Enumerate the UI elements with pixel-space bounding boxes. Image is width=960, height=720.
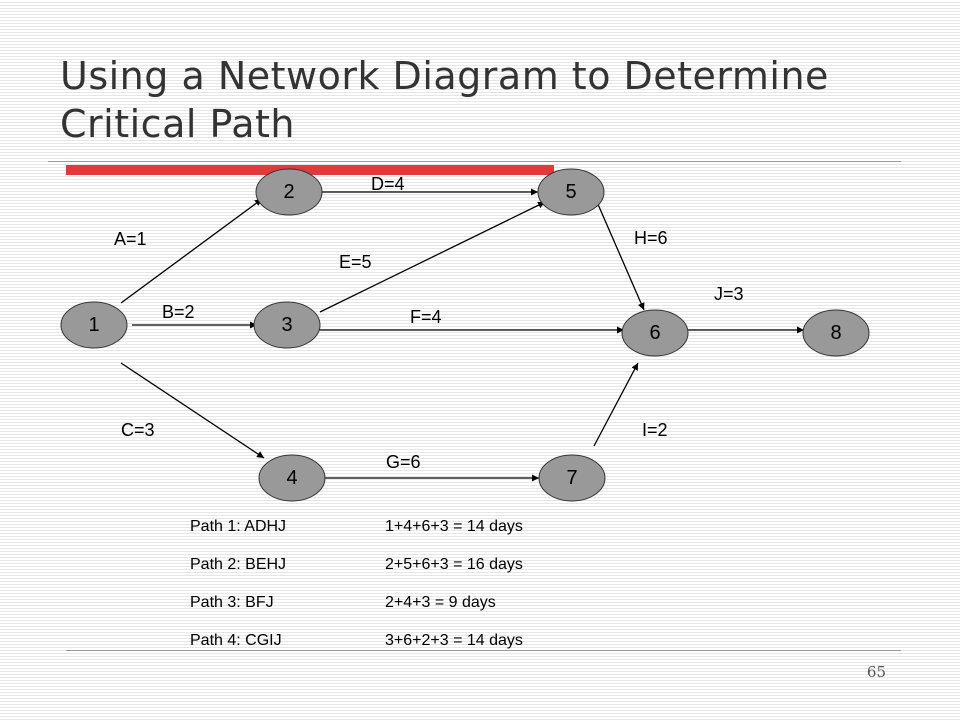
edge-h: H=6 bbox=[596, 201, 668, 311]
edge-f-label: F=4 bbox=[410, 307, 442, 327]
title-divider bbox=[48, 161, 901, 162]
edge-b: B=2 bbox=[132, 302, 257, 329]
path-name: Path 2: BEHJ bbox=[190, 556, 287, 573]
path-calculation: 3+6+2+3 = 14 days bbox=[385, 632, 523, 649]
node-4: 4 bbox=[258, 454, 326, 502]
edge-b-label: B=2 bbox=[162, 302, 195, 322]
node-8: 8 bbox=[802, 309, 870, 357]
edge-g: G=6 bbox=[322, 452, 539, 482]
node-2: 2 bbox=[255, 168, 323, 216]
node-1-label: 1 bbox=[88, 314, 99, 336]
node-3-circle bbox=[253, 301, 321, 349]
node-4-circle bbox=[258, 454, 326, 502]
node-3: 3 bbox=[253, 301, 321, 349]
edge-i: I=2 bbox=[593, 362, 668, 447]
path-name: Path 3: BFJ bbox=[190, 594, 274, 611]
edge-e-label: E=5 bbox=[339, 252, 372, 272]
path-calculation: 2+4+3 = 9 days bbox=[385, 594, 496, 611]
edge-e: E=5 bbox=[319, 201, 546, 313]
page-number: 65 bbox=[866, 663, 886, 681]
edge-i-line bbox=[593, 362, 639, 447]
edge-j: J=3 bbox=[683, 284, 804, 334]
path-calculation: 1+4+6+3 = 14 days bbox=[385, 518, 523, 535]
edge-g-label: G=6 bbox=[386, 452, 421, 472]
edge-c: C=3 bbox=[120, 362, 265, 459]
edge-f: F=4 bbox=[318, 307, 624, 334]
edge-j-label: J=3 bbox=[714, 284, 744, 304]
edge-a-label: A=1 bbox=[114, 229, 147, 249]
path-calculation: 2+5+6+3 = 16 days bbox=[385, 556, 523, 573]
node-8-circle bbox=[802, 309, 870, 357]
node-3-label: 3 bbox=[281, 314, 292, 336]
edge-a-line bbox=[120, 198, 263, 304]
title-accent-bar bbox=[66, 165, 554, 175]
node-2-circle bbox=[255, 168, 323, 216]
edge-d-label: D=4 bbox=[371, 174, 405, 194]
node-4-label: 4 bbox=[286, 467, 297, 489]
node-1-circle bbox=[60, 301, 128, 349]
slide-title: Using a Network Diagram to Determine Cri… bbox=[60, 54, 829, 146]
path-name: Path 1: ADHJ bbox=[190, 518, 287, 535]
edge-i-label: I=2 bbox=[642, 420, 668, 440]
node-1: 1 bbox=[60, 301, 128, 349]
edge-a: A=1 bbox=[114, 198, 263, 304]
edge-h-line bbox=[596, 201, 645, 311]
edge-c-line bbox=[120, 362, 265, 459]
edge-h-label: H=6 bbox=[634, 228, 668, 248]
node-7: 7 bbox=[538, 454, 606, 502]
node-5-label: 5 bbox=[565, 181, 576, 203]
node-6: 6 bbox=[621, 309, 689, 357]
node-7-circle bbox=[538, 454, 606, 502]
node-2-label: 2 bbox=[283, 181, 294, 203]
edge-d: D=4 bbox=[318, 174, 538, 196]
node-8-label: 8 bbox=[830, 322, 841, 344]
node-6-circle bbox=[621, 309, 689, 357]
path-name: Path 4: CGIJ bbox=[190, 632, 282, 649]
node-7-label: 7 bbox=[566, 467, 577, 489]
node-5-circle bbox=[537, 168, 605, 216]
edge-e-line bbox=[319, 201, 546, 313]
node-5: 5 bbox=[537, 168, 605, 216]
node-6-label: 6 bbox=[649, 322, 660, 344]
footer-divider bbox=[66, 650, 901, 651]
edge-c-label: C=3 bbox=[121, 420, 155, 440]
